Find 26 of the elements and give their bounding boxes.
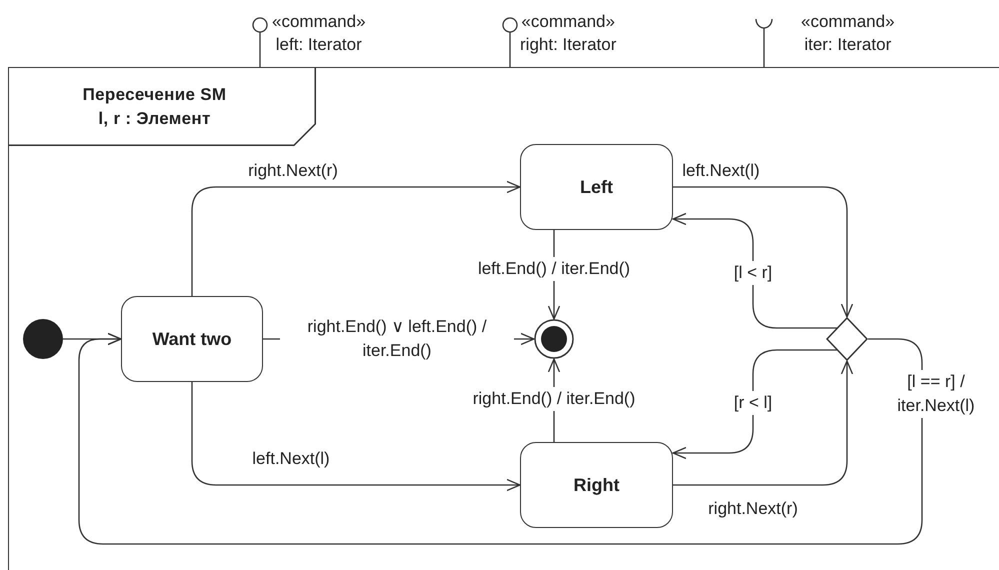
transition-arrow — [673, 186, 854, 318]
state-box — [520, 144, 673, 230]
transition-arrow — [673, 360, 854, 486]
state-machine-frame — [8, 67, 999, 570]
port-label: left: Iterator — [276, 34, 362, 56]
transition-arrow — [191, 382, 521, 492]
state-box — [520, 442, 673, 528]
state-name: Left — [580, 176, 613, 198]
transition-arrow — [191, 180, 521, 296]
state-name: Right — [574, 474, 620, 496]
decision-diamond — [826, 317, 868, 361]
transition-arrow — [672, 212, 837, 329]
stereotype-label: «command» — [801, 11, 895, 33]
stereotype-label: «command» — [521, 11, 615, 33]
edge-label: right.End() / iter.End() — [470, 387, 638, 411]
initial-state — [23, 319, 63, 359]
port-label: right: Iterator — [520, 34, 616, 56]
frame-parameters: l, r : Элемент — [98, 109, 211, 129]
transition-arrow — [672, 349, 837, 460]
frame-title: Пересечение SM — [82, 85, 226, 105]
stereotype-label: «command» — [272, 11, 366, 33]
state-name: Want two — [152, 328, 232, 350]
state-box — [121, 296, 263, 382]
port-label: iter: Iterator — [804, 34, 892, 56]
transition-arrow — [78, 332, 923, 545]
final-state — [534, 319, 574, 359]
